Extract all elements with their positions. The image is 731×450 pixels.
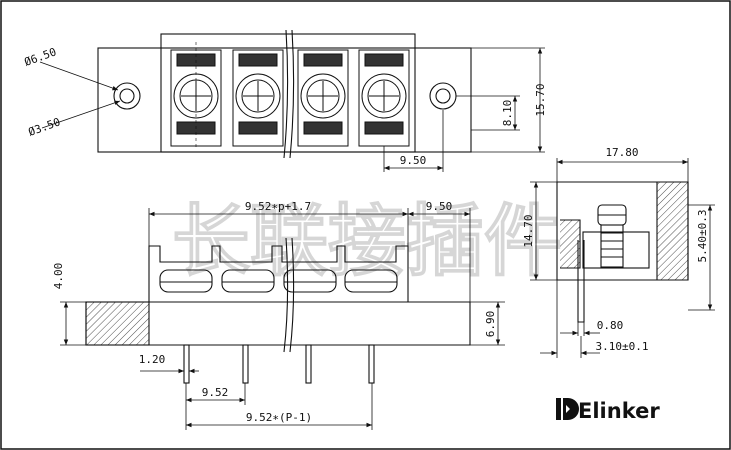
dim-pin-total: 9.52∗(P-1) <box>246 411 312 424</box>
mounting-hole-left <box>113 82 141 110</box>
brand-name: Elinker <box>578 399 660 423</box>
dim-side-screw-height: 5.40±0.3 <box>696 210 709 263</box>
dim-hole-outer-diameter: Ø6.50 <box>23 45 59 69</box>
dim-body-height: 6.90 <box>484 311 497 338</box>
top-view <box>97 29 472 159</box>
dim-side-pin-width: 0.80 <box>597 319 624 332</box>
brand-mark-icon <box>556 398 579 420</box>
dim-pin-pitch: 9.52 <box>202 386 229 399</box>
side-view <box>556 181 689 323</box>
dim-side-pin-offset: 3.10±0.1 <box>596 340 649 353</box>
dim-flange-height: 4.00 <box>52 263 65 290</box>
dim-hole-inner-diameter: Ø3.50 <box>27 115 63 139</box>
dim-side-width: 17.80 <box>605 146 638 159</box>
dim-top-total-height: 15.70 <box>534 83 547 116</box>
top-view-dimension-lines <box>39 47 545 172</box>
front-view-dimension-lines <box>60 208 505 430</box>
top-view-terminals <box>170 42 410 150</box>
dim-pin-width: 1.20 <box>139 353 166 366</box>
dim-front-span: 9.52∗p+1.7 <box>245 200 311 213</box>
side-view-dimension-lines <box>530 158 715 358</box>
watermark: 长联接插件 <box>172 197 562 287</box>
mounting-hole-right <box>429 82 457 110</box>
dim-side-height: 14.70 <box>522 214 535 247</box>
brand-logo: Elinker <box>556 398 660 423</box>
dim-front-offset: 9.50 <box>426 200 453 213</box>
dim-top-hole-height: 8.10 <box>501 100 514 127</box>
dim-top-hole-offset: 9.50 <box>400 154 427 167</box>
